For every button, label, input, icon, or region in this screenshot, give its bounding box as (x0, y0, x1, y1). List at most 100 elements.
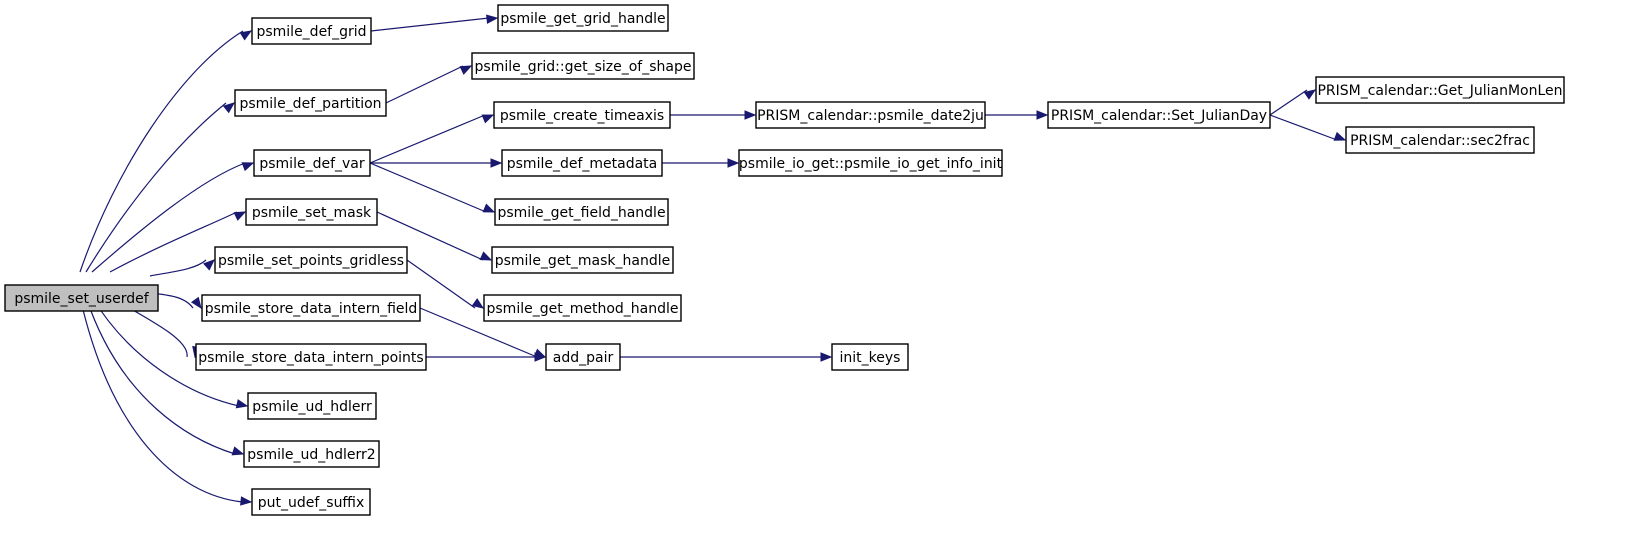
node-psmile-io-get-info-init[interactable]: psmile_io_get::psmile_io_get_info_init (738, 149, 1003, 177)
call-edge-arrowhead (471, 298, 485, 309)
node-label: put_udef_suffix (258, 495, 365, 511)
call-edge-psmile-set-userdef-to-psmile-def-grid (79, 30, 244, 273)
call-edge-psmile-set-userdef-to-put-udef-suffix (79, 296, 244, 503)
call-edge-arrowhead (1036, 110, 1049, 120)
node-label: psmile_get_field_handle (497, 205, 665, 221)
node-prism-calendar-sec2frac[interactable]: PRISM_calendar::sec2frac (1345, 126, 1535, 154)
node-label: psmile_def_metadata (507, 156, 658, 172)
node-psmile-get-grid-handle[interactable]: psmile_get_grid_handle (497, 4, 669, 32)
call-edge-arrowhead (241, 162, 255, 172)
node-psmile-get-field-handle[interactable]: psmile_get_field_handle (494, 198, 669, 226)
call-edge-arrowhead (233, 211, 247, 221)
node-label: psmile_set_mask (252, 205, 372, 221)
node-box (214, 246, 408, 274)
call-edge-arrowhead (459, 65, 473, 75)
node-label: init_keys (840, 350, 901, 366)
call-edge-arrowhead (490, 158, 503, 168)
node-label: psmile_io_get::psmile_io_get_info_init (739, 156, 1003, 172)
call-edge-arrowhead (235, 399, 249, 409)
node-psmile-set-mask[interactable]: psmile_set_mask (245, 198, 378, 226)
node-box (1047, 101, 1271, 129)
node-box (201, 294, 421, 322)
call-edge-psmile-set-userdef-to-psmile-ud-hdlerr (91, 296, 240, 407)
node-label: psmile_store_data_intern_points (198, 350, 423, 366)
node-box (738, 149, 1003, 177)
node-psmile-def-metadata[interactable]: psmile_def_metadata (501, 149, 663, 177)
call-edge-arrowhead (240, 496, 253, 506)
node-box (195, 343, 427, 371)
node-label: psmile_set_points_gridless (218, 253, 404, 269)
call-edge-arrowhead (486, 14, 499, 24)
node-label: psmile_store_data_intern_field (205, 301, 418, 317)
node-psmile-def-var[interactable]: psmile_def_var (253, 149, 371, 177)
call-edge-psmile-def-grid-to-psmile-get-grid-handle (370, 17, 490, 32)
node-box (493, 101, 671, 129)
node-psmile-store-data-intern-points[interactable]: psmile_store_data_intern_points (195, 343, 427, 371)
node-box (491, 246, 674, 274)
node-box (494, 198, 669, 226)
node-box (1315, 76, 1565, 104)
node-box (501, 149, 663, 177)
node-psmile-set-userdef[interactable]: psmile_set_userdef (4, 284, 159, 312)
call-edge-psmile-def-var-to-psmile-get-field-handle (369, 162, 487, 213)
call-edge-arrowhead (481, 114, 495, 124)
node-label: psmile_set_userdef (14, 291, 149, 307)
call-edge-prism-calendar-set-julianday-to-prism-calendar-get-julianmonlen (1269, 89, 1308, 116)
node-box (497, 4, 669, 32)
node-psmile-def-partition[interactable]: psmile_def_partition (234, 89, 387, 117)
call-edge-arrowhead (1333, 131, 1347, 141)
call-edge-psmile-set-mask-to-psmile-get-mask-handle (376, 211, 484, 261)
call-graph-edges (79, 14, 1347, 506)
call-edge-arrowhead (190, 296, 202, 310)
node-box (245, 198, 378, 226)
call-edge-psmile-set-userdef-to-psmile-set-points-gridless (149, 259, 207, 277)
call-graph-nodes: psmile_set_userdef psmile_def_grid psmile_… (4, 4, 1565, 516)
call-edge-arrowhead (482, 203, 496, 213)
node-psmile-ud-hdlerr2[interactable]: psmile_ud_hdlerr2 (243, 440, 380, 468)
node-box (243, 440, 380, 468)
node-psmile-create-timeaxis[interactable]: psmile_create_timeaxis (493, 101, 671, 129)
node-label: psmile_grid::get_size_of_shape (475, 59, 692, 75)
node-psmile-grid-get-size-of-shape[interactable]: psmile_grid::get_size_of_shape (471, 52, 695, 80)
node-label: psmile_get_grid_handle (500, 11, 665, 27)
call-edge-arrowhead (1303, 89, 1317, 100)
call-edge-arrowhead (239, 30, 253, 41)
node-psmile-def-grid[interactable]: psmile_def_grid (251, 17, 372, 45)
node-label: add_pair (553, 350, 614, 366)
node-psmile-ud-hdlerr[interactable]: psmile_ud_hdlerr (247, 392, 377, 420)
node-box (234, 89, 387, 117)
node-psmile-set-points-gridless[interactable]: psmile_set_points_gridless (214, 246, 408, 274)
call-edge-arrowhead (727, 158, 740, 168)
node-label: PRISM_calendar::sec2frac (1350, 133, 1530, 149)
node-box (1345, 126, 1535, 154)
node-psmile-get-mask-handle[interactable]: psmile_get_mask_handle (491, 246, 674, 274)
node-box (251, 17, 372, 45)
call-edge-arrowhead (222, 102, 236, 114)
node-psmile-get-method-handle[interactable]: psmile_get_method_handle (483, 294, 682, 322)
node-label: psmile_ud_hdlerr (252, 399, 372, 415)
node-label: PRISM_calendar::psmile_date2ju (757, 108, 984, 124)
call-edge-arrowhead (479, 251, 493, 261)
node-psmile-store-data-intern-field[interactable]: psmile_store_data_intern_field (201, 294, 421, 322)
call-edge-psmile-def-partition-to-psmile-grid-get-size-of-shape (385, 65, 464, 104)
call-edge-psmile-set-userdef-to-psmile-def-var (91, 162, 246, 273)
call-edge-prism-calendar-set-julianday-to-prism-calendar-sec2frac (1269, 114, 1338, 141)
node-label: PRISM_calendar::Get_JulianMonLen (1317, 83, 1562, 99)
node-prism-calendar-get-julianmonlen[interactable]: PRISM_calendar::Get_JulianMonLen (1315, 76, 1565, 104)
call-edge-arrowhead (203, 259, 215, 271)
node-label: psmile_def_partition (239, 96, 381, 112)
call-edge-arrowhead (820, 352, 833, 362)
call-edge-psmile-set-points-gridless-to-psmile-get-method-handle (406, 259, 476, 309)
call-edge-psmile-def-var-to-psmile-create-timeaxis (369, 114, 486, 164)
node-put-udef-suffix[interactable]: put_udef_suffix (251, 488, 371, 516)
node-prism-calendar-psmile-date2ju[interactable]: PRISM_calendar::psmile_date2ju (755, 101, 986, 129)
node-prism-calendar-set-julianday[interactable]: PRISM_calendar::Set_JulianDay (1047, 101, 1271, 129)
node-label: psmile_get_method_handle (487, 301, 679, 317)
node-init-keys[interactable]: init_keys (831, 343, 909, 371)
call-edge-psmile-store-data-intern-field-to-add-pair (419, 307, 538, 358)
node-label: psmile_def_grid (256, 24, 366, 40)
call-edge-psmile-set-userdef-to-psmile-def-partition (85, 102, 227, 273)
node-add-pair[interactable]: add_pair (545, 343, 621, 371)
node-box (483, 294, 682, 322)
